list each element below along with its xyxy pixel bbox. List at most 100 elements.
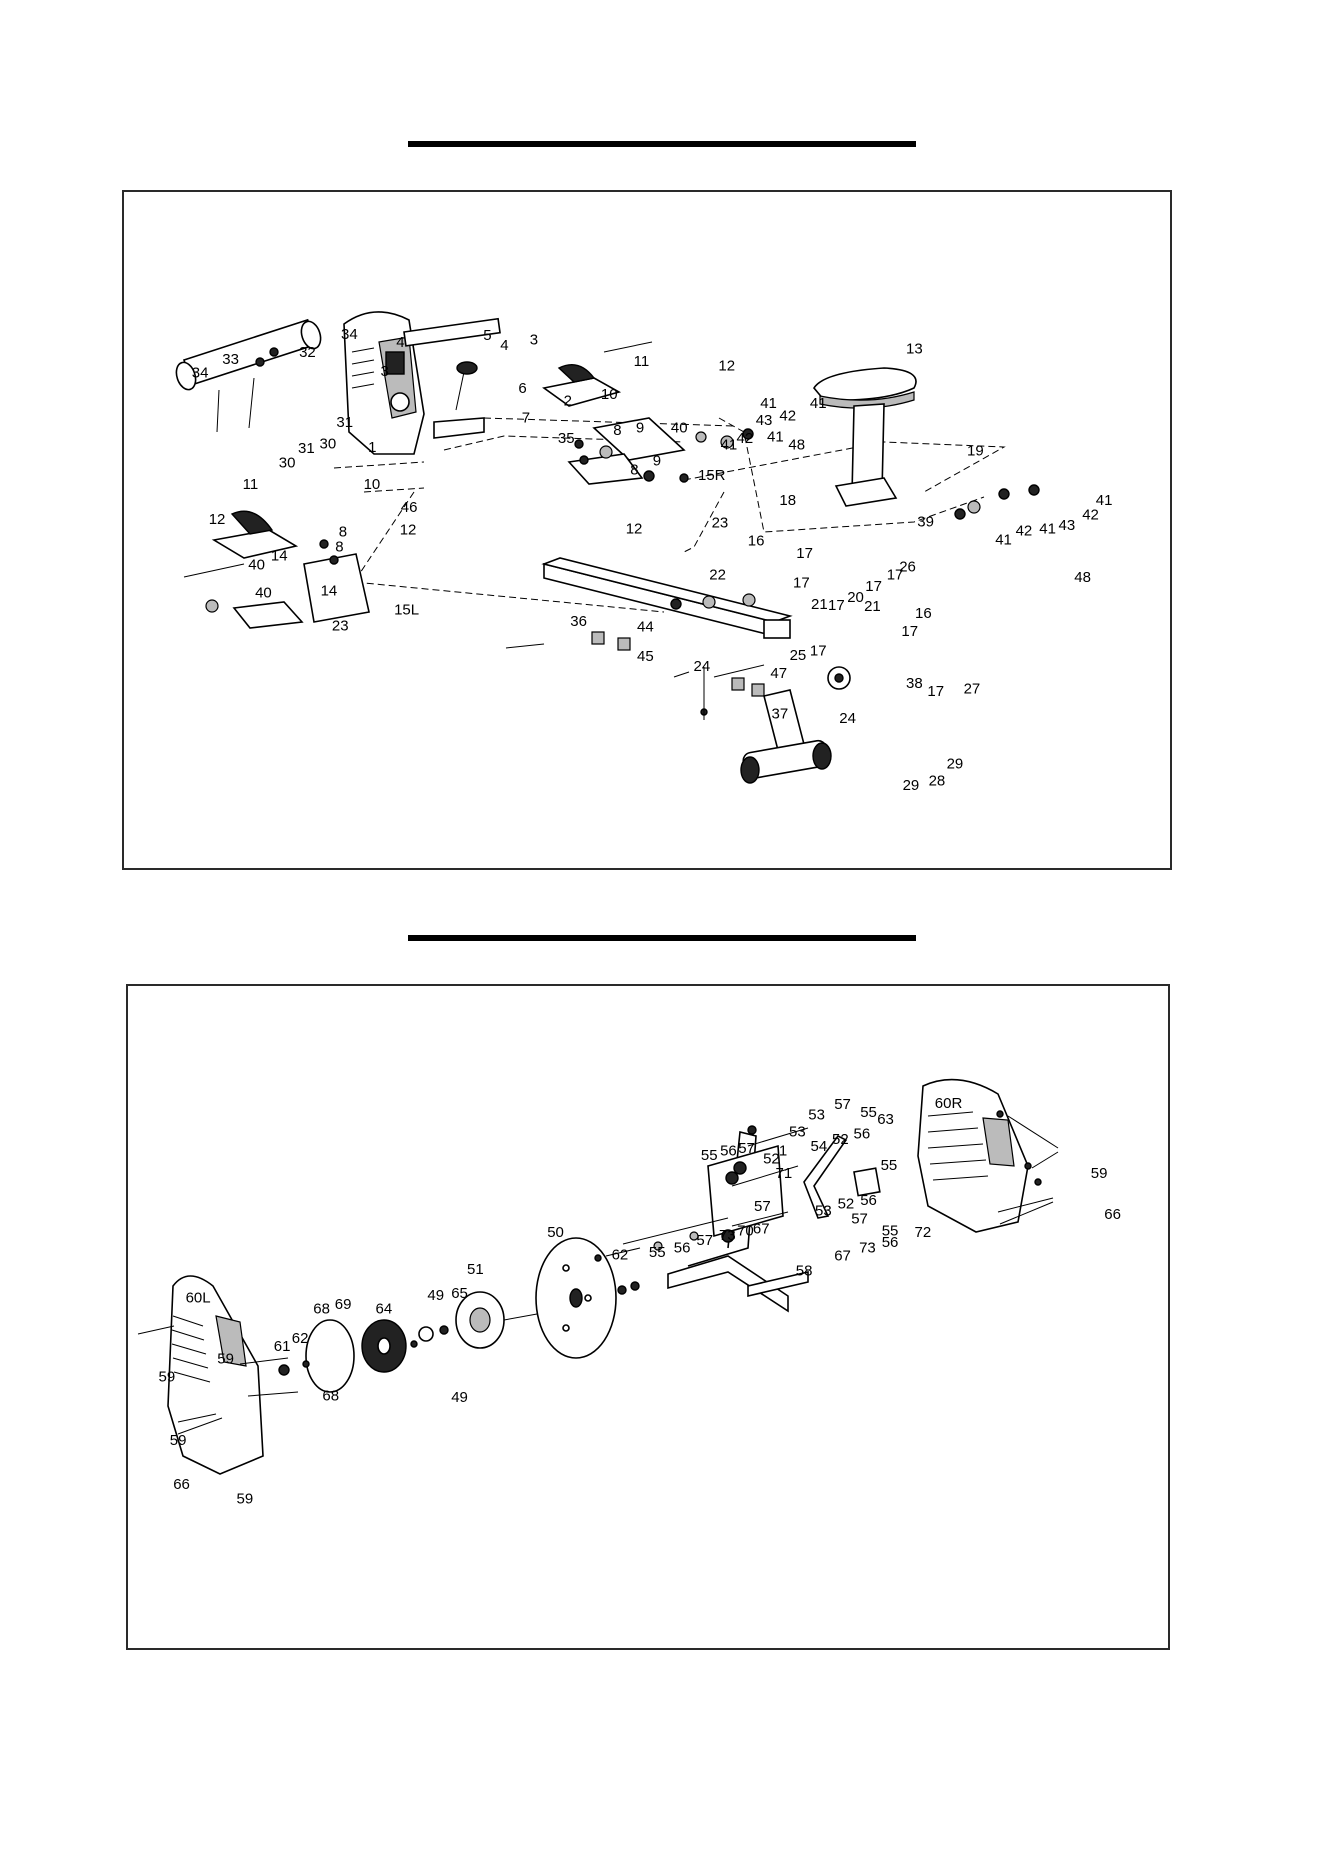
part-number-label: 49	[451, 1389, 468, 1406]
base-beam	[541, 557, 793, 697]
part-number-label: 37	[772, 706, 789, 723]
foot-plate-right	[567, 417, 686, 485]
part-number-label: 14	[271, 547, 288, 564]
part-number-label: 46	[401, 499, 418, 516]
part-number-label: 59	[1091, 1165, 1108, 1182]
part-number-label: 56	[854, 1126, 871, 1143]
part-number-label: 52	[838, 1196, 855, 1213]
part-number-label: 57	[696, 1232, 713, 1249]
bracket-disc	[305, 1319, 355, 1393]
part-number-label: 20	[847, 589, 864, 606]
part-number-label: 19	[967, 442, 984, 459]
part-number-label: 10	[364, 476, 381, 493]
part-number-label: 7	[522, 410, 530, 427]
exploded-view-frame-assembly: 3433323445343313031301672351112131098409…	[175, 311, 1113, 794]
part-number-label: 41	[995, 532, 1012, 549]
part-number-label: 8	[335, 538, 343, 555]
fasteners-bottom	[137, 1110, 1059, 1435]
part-number-label: 55	[649, 1244, 666, 1261]
part-number-label: 41	[767, 429, 784, 446]
part-number-label: 61	[274, 1338, 291, 1355]
part-number-label: 40	[255, 585, 272, 602]
part-number-label: 16	[748, 533, 765, 550]
part-number-label: 68	[313, 1301, 330, 1318]
brake-arm	[803, 1134, 848, 1219]
part-number-label: 6	[518, 380, 526, 397]
fasteners	[205, 428, 1040, 720]
part-number-label: 42	[1082, 507, 1099, 524]
part-number-label: 17	[887, 567, 904, 584]
part-number-label: 56	[674, 1240, 691, 1257]
pulley	[455, 1291, 549, 1349]
main-frame-console	[343, 311, 501, 455]
part-number-label: 52	[832, 1131, 849, 1148]
part-number-label: 41	[1096, 492, 1113, 509]
part-number-label: 17	[927, 683, 944, 700]
part-number-label: 62	[292, 1330, 309, 1347]
part-number-label: 45	[637, 648, 654, 665]
part-number-label: 36	[570, 613, 587, 630]
part-number-label: 60L	[186, 1289, 211, 1306]
part-number-label: 11	[634, 353, 650, 370]
part-number-label: 12	[626, 520, 643, 537]
part-number-label: 13	[906, 341, 923, 358]
part-number-label: 27	[964, 681, 981, 698]
part-number-label: 39	[917, 514, 934, 531]
part-number-label: 40	[671, 420, 688, 437]
magnet-wheel	[361, 1319, 407, 1373]
part-number-label: 41	[1039, 520, 1056, 537]
part-number-label: 2	[564, 393, 572, 410]
rear-stabilizer	[740, 689, 832, 784]
pedal-right	[542, 341, 653, 407]
part-number-label: 15R	[698, 467, 726, 484]
part-number-label: 17	[793, 575, 810, 592]
part-number-label: 34	[341, 326, 358, 343]
part-number-label: 1	[368, 439, 376, 456]
part-number-label: 30	[279, 455, 296, 472]
part-number-label: 17	[810, 642, 827, 659]
part-number-label: 53	[808, 1106, 825, 1123]
transport-wheel	[827, 666, 851, 690]
part-number-label: 3	[530, 332, 538, 349]
part-number-label: 59	[170, 1432, 187, 1449]
part-number-label: 52	[763, 1150, 780, 1167]
part-number-label: 17	[901, 623, 918, 640]
part-number-label: 10	[601, 386, 618, 403]
part-number-label: 60R	[935, 1095, 963, 1112]
part-number-label: 43	[756, 412, 773, 429]
part-number-label: 42	[737, 430, 754, 447]
part-number-label: 17	[828, 597, 845, 614]
part-number-label: 8	[339, 524, 347, 541]
part-number-label: 24	[839, 710, 856, 727]
part-number-label: 31	[336, 414, 353, 431]
part-number-label: 56	[860, 1192, 877, 1209]
part-number-label: 67	[834, 1248, 851, 1265]
part-number-label: 57	[754, 1198, 771, 1215]
part-number-label: 47	[770, 665, 787, 682]
part-number-label: 54	[811, 1138, 828, 1155]
part-number-label: 23	[332, 617, 349, 634]
part-number-label: 53	[815, 1202, 832, 1219]
part-number-label: 48	[1074, 569, 1091, 586]
part-number-label: 15L	[394, 602, 419, 619]
handlebar-tube	[175, 318, 322, 433]
flywheel	[535, 1237, 617, 1359]
part-number-label: 68	[322, 1388, 339, 1405]
part-number-label: 64	[376, 1301, 393, 1318]
part-number-label: 30	[320, 436, 337, 453]
part-number-label: 9	[653, 453, 661, 470]
part-number-label: 18	[779, 492, 796, 509]
part-number-label: 66	[173, 1476, 190, 1493]
part-number-label: 56	[882, 1234, 899, 1251]
part-number-label: 57	[851, 1210, 868, 1227]
part-number-label: 67	[753, 1221, 770, 1238]
part-number-label: 53	[789, 1123, 806, 1140]
part-number-label: 1	[779, 1143, 787, 1160]
part-number-label: 33	[222, 351, 239, 368]
part-number-label: 57	[738, 1140, 755, 1157]
part-number-label: 34	[192, 364, 209, 381]
part-number-label: 59	[217, 1350, 234, 1367]
